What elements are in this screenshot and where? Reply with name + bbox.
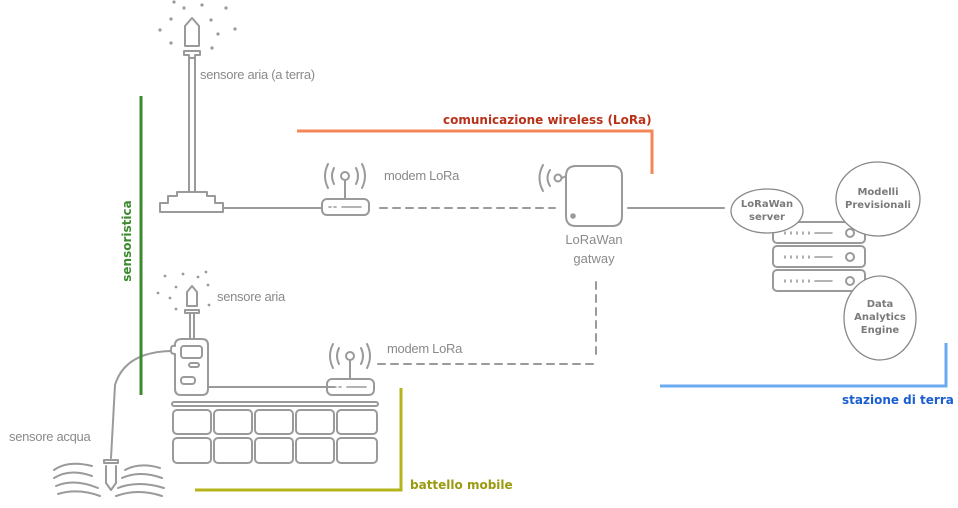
particle-dots [158, 0, 237, 50]
bubble-text-line: Analytics [854, 312, 906, 323]
bubble-lorawan-server-text: LoRaWan server [731, 198, 803, 224]
bubble-text-line: server [749, 212, 785, 223]
water-sensor-cable [110, 350, 172, 459]
gateway-label-line1: LoRaWan [565, 232, 623, 247]
label-modem-lora-boat: modem LoRa [387, 341, 463, 356]
water-probe-icon [53, 350, 172, 497]
handheld-sensor-icon [156, 270, 211, 396]
lora-modem-icon [321, 163, 370, 216]
gateway-label-line2: gatway [573, 251, 615, 266]
bubble-text-line: Data [866, 299, 894, 310]
group-title-wireless: comunicazione wireless (LoRa) [443, 113, 652, 127]
battello-bracket [195, 388, 403, 492]
label-lorawan-gateway: LoRaWan gatway [554, 230, 634, 268]
label-sensore-aria: sensore aria [217, 289, 285, 304]
wireless-bracket [297, 129, 654, 174]
air-sensor-mast-icon [158, 0, 237, 213]
group-title-stazione: stazione di terra [842, 393, 954, 407]
group-title-sensoristica: sensoristica [120, 200, 134, 282]
bubble-modelli-text: Modelli Previsionali [836, 186, 920, 212]
label-sensore-aria-terra: sensore aria (a terra) [200, 67, 315, 82]
bubble-text-line: Engine [860, 325, 900, 336]
server-rack-icon [772, 221, 866, 292]
group-title-battello: battello mobile [410, 478, 513, 492]
bubble-text-line: LoRaWan [740, 199, 794, 210]
lora-gateway-icon [538, 164, 623, 227]
stazione-bracket [660, 343, 948, 388]
lora-modem-icon [326, 343, 375, 396]
bubble-lorawan-server [730, 188, 804, 234]
solar-boat-icon [171, 401, 379, 464]
bubble-text-line: Previsionali [845, 200, 911, 211]
label-sensore-acqua: sensore acqua [9, 429, 91, 444]
bubble-modelli-previsionali [835, 161, 921, 237]
bubble-data-analytics [843, 275, 917, 361]
label-modem-lora-top: modem LoRa [384, 168, 460, 183]
bubble-analytics-text: Data Analytics Engine [844, 298, 916, 337]
particle-dots [156, 270, 211, 311]
bubble-text-line: Modelli [857, 187, 899, 198]
